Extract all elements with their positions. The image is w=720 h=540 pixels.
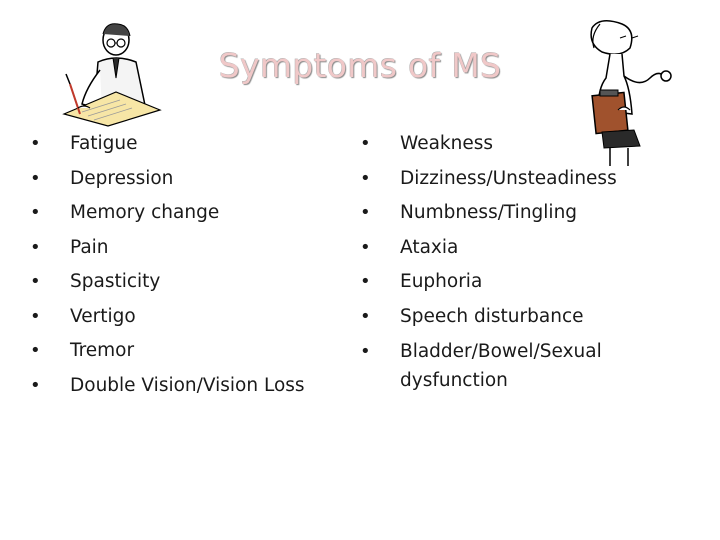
list-item: Spasticity — [30, 265, 305, 300]
list-item: Bladder/Bowel/Sexual dysfunction — [360, 337, 650, 395]
list-item: Memory change — [30, 196, 305, 231]
right-symptom-list: Weakness Dizziness/Unsteadiness Numbness… — [360, 127, 650, 395]
left-symptom-list: Fatigue Depression Memory change Pain Sp… — [30, 127, 305, 403]
list-item: Euphoria — [360, 265, 650, 300]
list-item: Fatigue — [30, 127, 305, 162]
list-item: Speech disturbance — [360, 300, 650, 335]
list-item: Numbness/Tingling — [360, 196, 650, 231]
slide-title: Symptoms of MS — [218, 46, 502, 85]
list-item: Pain — [30, 231, 305, 266]
list-item: Ataxia — [360, 231, 650, 266]
list-item: Dizziness/Unsteadiness — [360, 162, 650, 197]
doctor-writing-clipart-icon — [62, 23, 162, 127]
list-item: Weakness — [360, 127, 650, 162]
list-item: Vertigo — [30, 300, 305, 335]
list-item: Depression — [30, 162, 305, 197]
list-item: Tremor — [30, 334, 305, 369]
list-item: Double Vision/Vision Loss — [30, 369, 305, 404]
